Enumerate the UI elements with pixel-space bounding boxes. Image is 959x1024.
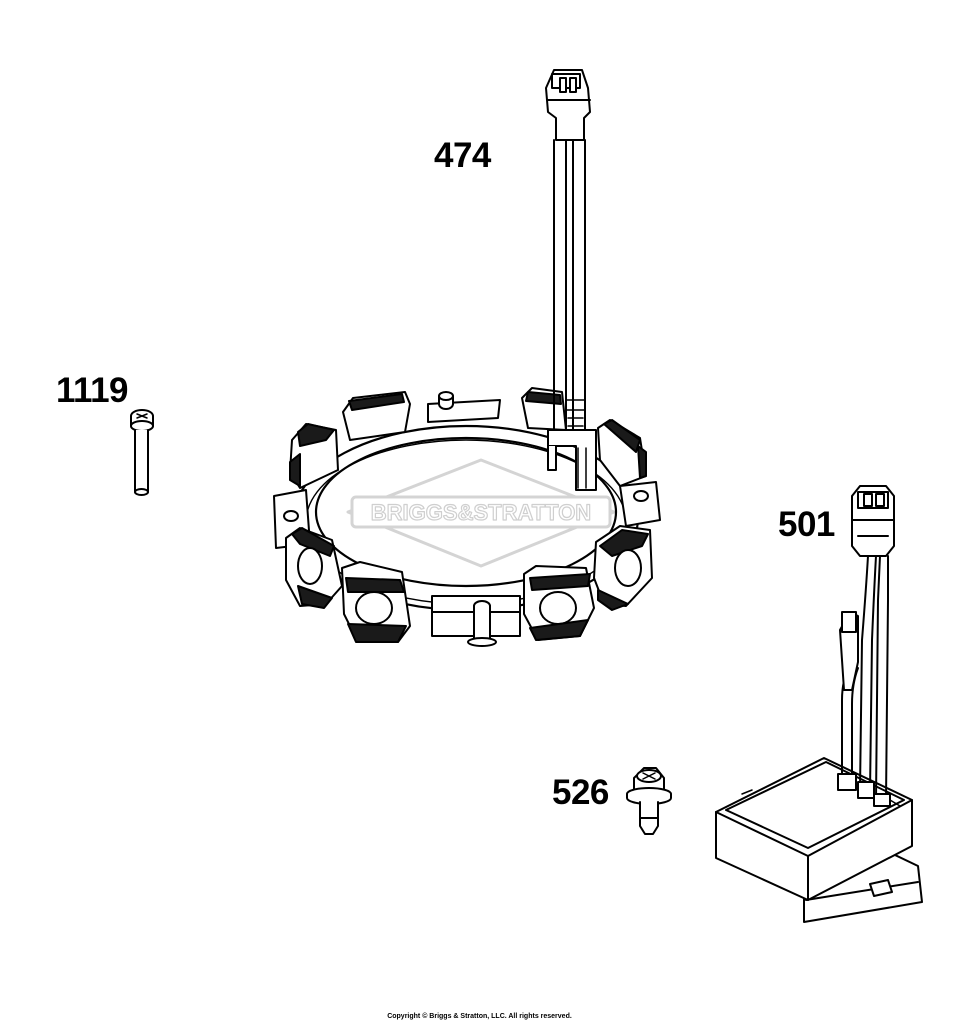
stator-coil (594, 526, 652, 610)
copyright-notice: Copyright © Briggs & Stratton, LLC. All … (387, 1013, 572, 1020)
briggs-stratton-watermark-logo: BRIGGS&STRATTON (346, 458, 616, 568)
stator-lead-wires (548, 140, 596, 490)
stator-coil (522, 388, 566, 430)
mounting-tab (432, 596, 520, 646)
mounting-tab (620, 482, 660, 526)
callout-bolt: 526 (552, 773, 609, 812)
stator-coil (290, 424, 338, 488)
stator-connector (546, 70, 590, 140)
mounting-tab (428, 392, 500, 422)
stator-assembly (274, 70, 660, 646)
watermark-text: BRIGGS&STRATTON (371, 500, 591, 525)
callout-regulator: 501 (778, 505, 835, 544)
stator-coil (342, 562, 410, 642)
stator-coil (343, 392, 410, 440)
callout-screw: 1119 (56, 371, 129, 410)
stator-coil (524, 566, 594, 640)
stator-coil (286, 528, 342, 608)
long-screw (131, 410, 153, 495)
callout-stator: 474 (434, 136, 491, 175)
flange-bolt (627, 768, 671, 834)
voltage-regulator (716, 486, 922, 922)
stator-coil (598, 420, 646, 486)
